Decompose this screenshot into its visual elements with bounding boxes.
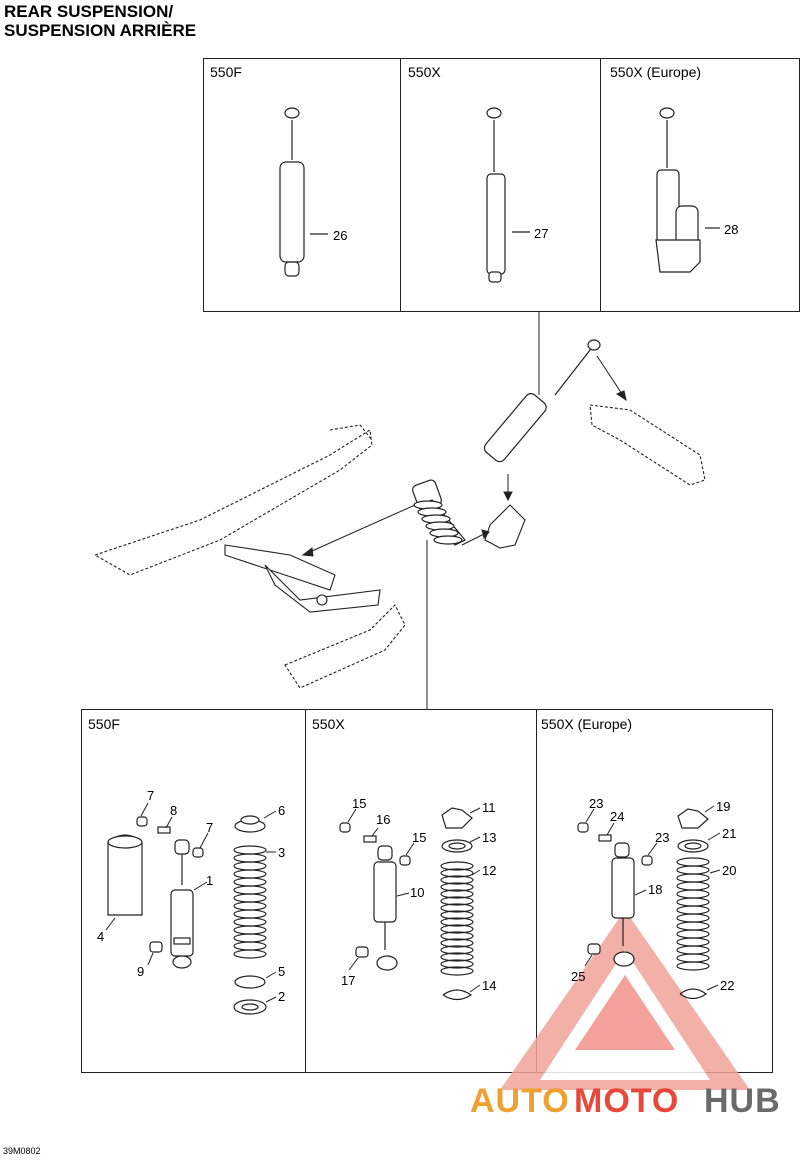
suspension-arms xyxy=(224,544,381,613)
watermark-hub: HUB xyxy=(704,1082,781,1120)
callout-7: 7 xyxy=(147,788,154,803)
page-title: REAR SUSPENSION/ SUSPENSION ARRIÈRE xyxy=(4,2,196,40)
callout-4: 4 xyxy=(97,929,104,944)
callout-27: 27 xyxy=(534,226,548,241)
bracket xyxy=(484,504,526,549)
callout-3: 3 xyxy=(278,845,285,860)
shock-26 xyxy=(279,107,328,277)
center-spring-shock xyxy=(412,479,466,546)
shock-28 xyxy=(655,107,720,273)
watermark-moto: MOTO xyxy=(574,1082,679,1120)
panel-550x-callouts: 15 16 15 11 13 12 10 17 14 xyxy=(341,796,496,993)
callout-6: 6 xyxy=(278,803,285,818)
drawing-code: 39M0802 xyxy=(3,1146,41,1156)
panel-550f-leaders xyxy=(105,802,277,1003)
callout-1: 1 xyxy=(206,873,213,888)
bottom-panel-label-550f: 550F xyxy=(88,716,120,732)
watermark-auto: AUTO xyxy=(470,1082,570,1120)
title-line-fr: SUSPENSION ARRIÈRE xyxy=(4,21,197,40)
bottom-panel-label-550x-europe: 550X (Europe) xyxy=(541,716,633,732)
watermark-text: AUTO MOTO HUB xyxy=(470,1082,781,1120)
callout-20: 20 xyxy=(722,863,736,878)
callout-16: 16 xyxy=(376,812,390,827)
bottom-panel-frame xyxy=(81,709,773,1073)
callout-10: 10 xyxy=(410,885,424,900)
rail-upper xyxy=(93,424,373,576)
spring-3 xyxy=(233,845,267,959)
callout-18: 18 xyxy=(648,882,662,897)
watermark-logo xyxy=(500,910,750,1090)
top-panel-label-550f: 550F xyxy=(210,64,242,80)
callout-8: 8 xyxy=(170,803,177,818)
bottom-panel-divider-1 xyxy=(305,709,306,1073)
rail-lower xyxy=(284,604,406,689)
panel-550x-europe-leaders xyxy=(584,805,721,991)
callout-23b: 23 xyxy=(655,830,669,845)
front-arm xyxy=(589,404,706,486)
front-shock xyxy=(483,339,601,463)
panel-550x-europe-callouts: 23 24 23 19 21 20 18 25 22 xyxy=(571,796,736,993)
callout-24: 24 xyxy=(610,809,624,824)
callout-11: 11 xyxy=(482,800,496,815)
callout-2: 2 xyxy=(278,989,285,1004)
callout-15b: 15 xyxy=(412,830,426,845)
panel-550f-callouts: 7 8 7 6 3 1 4 9 5 2 xyxy=(97,788,285,1004)
callout-23: 23 xyxy=(589,796,603,811)
callout-5: 5 xyxy=(278,964,285,979)
callout-21: 21 xyxy=(722,826,736,841)
callout-25: 25 xyxy=(571,969,585,984)
callout-13: 13 xyxy=(482,830,496,845)
callout-17: 17 xyxy=(341,973,355,988)
panel-550f-parts xyxy=(107,815,267,1015)
top-panel-divider-2 xyxy=(600,58,601,312)
title-line-en: REAR SUSPENSION/ xyxy=(4,2,174,21)
callout-7b: 7 xyxy=(206,820,213,835)
top-panel-divider-1 xyxy=(400,58,401,312)
callout-12: 12 xyxy=(482,863,496,878)
spring-12 xyxy=(440,861,474,976)
top-panel-label-550x: 550X xyxy=(408,64,441,80)
panel-550x-leaders xyxy=(347,807,481,993)
callout-15: 15 xyxy=(352,796,366,811)
bottom-panel-label-550x: 550X xyxy=(312,716,345,732)
callout-26: 26 xyxy=(333,228,347,243)
top-panel-label-550x-europe: 550X (Europe) xyxy=(610,64,702,80)
callout-9: 9 xyxy=(137,964,144,979)
callout-14: 14 xyxy=(482,978,496,993)
callout-22: 22 xyxy=(720,978,734,993)
shock-27 xyxy=(486,107,530,283)
panel-550x-parts xyxy=(339,807,473,1001)
spring-20 xyxy=(676,857,710,971)
callout-28: 28 xyxy=(724,222,738,237)
bottom-panel-divider-2 xyxy=(536,709,537,1073)
diagram-arrows xyxy=(301,355,627,557)
panel-550x-europe-parts xyxy=(577,808,709,1000)
callout-19: 19 xyxy=(716,799,730,814)
